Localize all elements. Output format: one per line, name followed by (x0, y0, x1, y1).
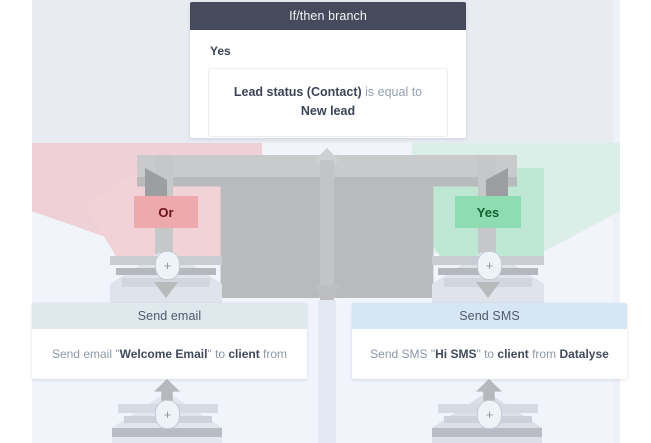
connector-bar-br-3 (432, 428, 542, 437)
condition-field: Lead status (Contact) (233, 85, 362, 99)
branch-badge-or[interactable]: Or (134, 196, 198, 228)
action-card-email-description: Send email "Welcome Email" to client fro… (51, 347, 288, 361)
plus-icon: + (485, 258, 494, 273)
condition-value: New lead (300, 104, 356, 119)
add-node-left-lower[interactable]: + (155, 400, 180, 429)
plus-icon: + (163, 258, 172, 273)
action-card-send-sms[interactable]: Send SMS Send SMS "Hi SMS" to client fro… (352, 303, 627, 379)
branch-card-header: If/then branch (190, 2, 466, 30)
plus-icon: + (485, 407, 494, 422)
branch-badge-yes[interactable]: Yes (455, 196, 521, 228)
branch-card-title: If/then branch (289, 9, 367, 23)
action-card-email-title: Send email (137, 309, 202, 323)
add-node-right-lower[interactable]: + (477, 400, 502, 429)
condition-box[interactable]: Lead status (Contact) is equal to New le… (208, 68, 448, 137)
branch-card-body: Yes Lead status (Contact) is equal to Ne… (190, 30, 466, 137)
action-card-email-header: Send email (32, 303, 307, 329)
add-node-left-upper[interactable]: + (155, 251, 180, 280)
branch-outcome-label: Yes (210, 44, 231, 58)
canvas-right-edge (613, 0, 620, 443)
action-card-sms-description: Send SMS "Hi SMS" to client from Datalys… (370, 347, 609, 361)
action-card-send-email[interactable]: Send email Send email "Welcome Email" to… (32, 303, 307, 379)
action-card-sms-title: Send SMS (459, 309, 520, 323)
action-card-sms-header: Send SMS (352, 303, 627, 329)
connector-center-column (320, 160, 334, 305)
branch-badge-yes-label: Yes (476, 204, 500, 220)
condition-operator: is equal to (365, 85, 423, 99)
branch-badge-or-label: Or (158, 204, 174, 220)
plus-icon: + (163, 407, 172, 422)
if-then-branch-card[interactable]: If/then branch Yes Lead status (Contact)… (190, 2, 466, 138)
connector-bar-bl-3 (112, 428, 222, 437)
add-node-right-upper[interactable]: + (477, 251, 502, 280)
connector-center-guide (318, 300, 336, 443)
